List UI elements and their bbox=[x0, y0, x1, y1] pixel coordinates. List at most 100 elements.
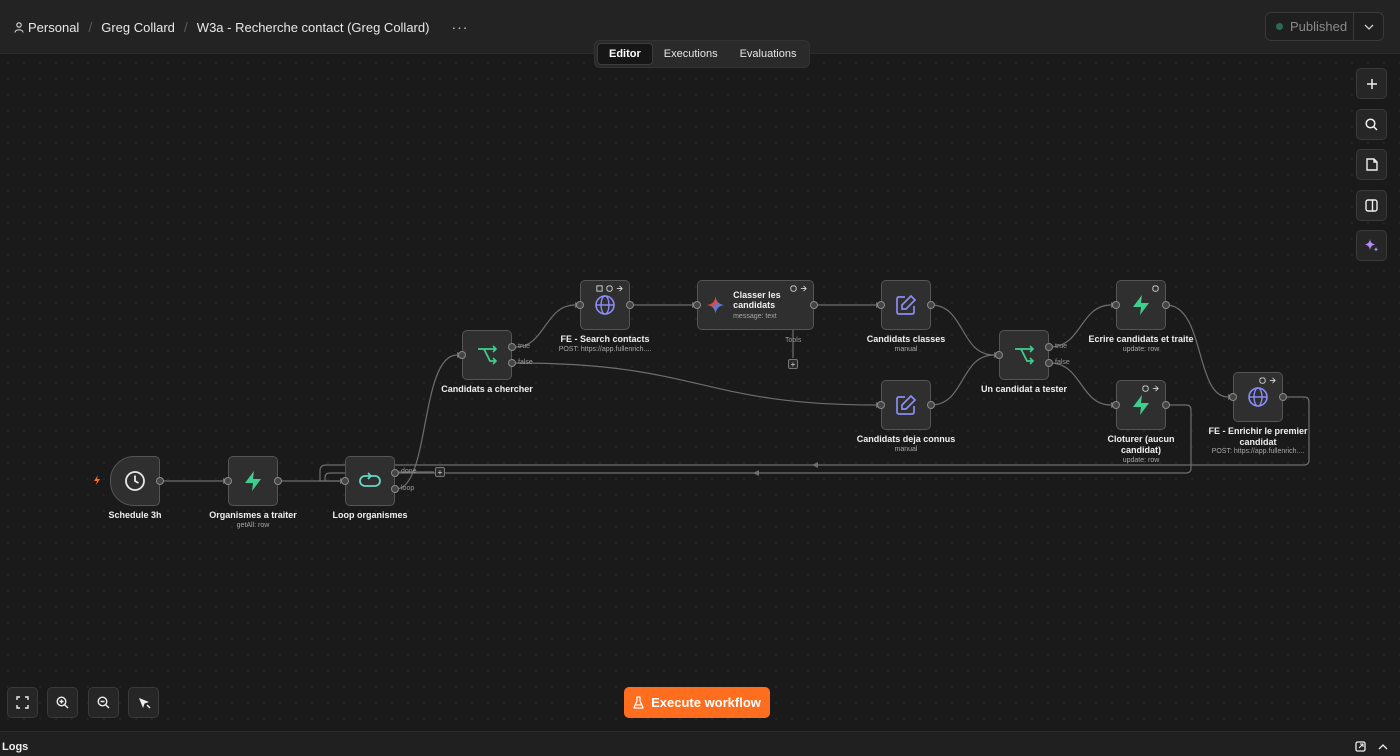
node-candidats-a-chercher[interactable] bbox=[458, 330, 516, 380]
edit-pencil-icon bbox=[896, 394, 917, 415]
add-node-panel-button[interactable] bbox=[1356, 68, 1387, 99]
true-output-port[interactable] bbox=[1045, 343, 1053, 351]
port-label-true: true bbox=[1055, 343, 1068, 350]
breadcrumb-separator: / bbox=[183, 19, 188, 35]
input-port[interactable] bbox=[877, 301, 885, 309]
input-port[interactable] bbox=[341, 477, 349, 485]
fit-view-button[interactable] bbox=[7, 687, 38, 718]
input-port[interactable] bbox=[995, 351, 1003, 359]
breadcrumb-personal[interactable]: Personal bbox=[28, 19, 80, 35]
search-nodes-button[interactable] bbox=[1356, 109, 1387, 140]
edit-pencil-icon bbox=[896, 294, 917, 315]
input-port[interactable] bbox=[1112, 401, 1120, 409]
output-port[interactable] bbox=[156, 477, 164, 485]
tab-evaluations[interactable]: Evaluations bbox=[739, 48, 797, 60]
if-branch-icon bbox=[1015, 345, 1035, 365]
logs-panel-bar[interactable]: Logs bbox=[0, 731, 1400, 756]
more-options-button[interactable]: ··· bbox=[451, 19, 469, 35]
node-fe-search-contacts[interactable] bbox=[576, 280, 634, 330]
refresh-icon bbox=[1259, 377, 1266, 384]
node-subtitle: manual bbox=[894, 446, 918, 453]
node-cloturer-aucun-candidat[interactable] bbox=[1112, 380, 1170, 430]
breadcrumb-project[interactable]: Greg Collard bbox=[101, 19, 175, 35]
output-port[interactable] bbox=[1162, 301, 1170, 309]
node-subtitle: manual bbox=[894, 346, 918, 353]
plus-icon bbox=[1366, 78, 1377, 89]
tidy-up-button[interactable] bbox=[128, 687, 159, 718]
true-output-port[interactable] bbox=[508, 343, 516, 351]
tab-executions[interactable]: Executions bbox=[663, 48, 718, 60]
input-port[interactable] bbox=[1112, 301, 1120, 309]
publish-dropdown-button[interactable] bbox=[1354, 13, 1383, 40]
port-label-false: false bbox=[1055, 359, 1070, 366]
output-port[interactable] bbox=[1279, 393, 1287, 401]
publish-status-control[interactable]: Published bbox=[1265, 12, 1384, 41]
output-port[interactable] bbox=[1162, 401, 1170, 409]
add-node-button[interactable]: + bbox=[435, 467, 445, 477]
node-subtitle: update: row bbox=[1122, 346, 1160, 353]
input-port[interactable] bbox=[224, 477, 232, 485]
workflow-title[interactable]: W3a - Recherche contact (Greg Collard) bbox=[196, 19, 430, 35]
node-fe-enrichir-le-premier-candidat[interactable] bbox=[1229, 372, 1287, 422]
node-loop-organismes[interactable] bbox=[341, 456, 399, 506]
breadcrumb-separator: / bbox=[88, 19, 93, 35]
pop-out-icon[interactable] bbox=[1355, 741, 1366, 752]
node-label: Loop organismes bbox=[332, 510, 408, 520]
loop-output-port[interactable] bbox=[391, 485, 399, 493]
zoom-out-button[interactable] bbox=[88, 687, 119, 718]
false-output-port[interactable] bbox=[508, 359, 516, 367]
port-label-done: done bbox=[401, 468, 417, 475]
output-port[interactable] bbox=[626, 301, 634, 309]
node-un-candidat-a-tester[interactable] bbox=[995, 330, 1053, 380]
node-label: Schedule 3h bbox=[108, 510, 162, 520]
node-subtitle: POST: https://app.fullenrich.... bbox=[558, 346, 652, 353]
node-candidats-deja-connus[interactable] bbox=[877, 380, 935, 430]
supabase-icon bbox=[245, 471, 261, 491]
sticky-note-button[interactable] bbox=[1356, 149, 1387, 180]
output-port[interactable] bbox=[927, 401, 935, 409]
node-schedule-3h[interactable] bbox=[110, 456, 164, 506]
execute-workflow-button[interactable]: Execute workflow bbox=[624, 687, 770, 718]
done-output-port[interactable] bbox=[391, 469, 399, 477]
chevron-up-icon[interactable] bbox=[1378, 743, 1388, 750]
add-tool-button[interactable]: + bbox=[788, 359, 798, 369]
input-port[interactable] bbox=[693, 301, 701, 309]
port-label-false: false bbox=[518, 359, 533, 366]
node-text: Classer les candidats message: text bbox=[733, 290, 813, 320]
top-bar: Personal / Greg Collard / W3a - Recherch… bbox=[0, 0, 1400, 54]
node-title: Classer les candidats bbox=[733, 290, 781, 310]
port-label-true: true bbox=[518, 343, 531, 350]
input-port[interactable] bbox=[877, 401, 885, 409]
input-port[interactable] bbox=[1229, 393, 1237, 401]
supabase-icon bbox=[1133, 395, 1149, 415]
note-icon bbox=[1365, 158, 1378, 171]
toggle-panel-button[interactable] bbox=[1356, 190, 1387, 221]
supabase-icon bbox=[1133, 295, 1149, 315]
pin-icon bbox=[596, 285, 603, 292]
false-output-port[interactable] bbox=[1045, 359, 1053, 367]
flask-icon bbox=[633, 696, 644, 709]
input-port[interactable] bbox=[576, 301, 584, 309]
output-port[interactable] bbox=[274, 477, 282, 485]
published-button[interactable]: Published bbox=[1266, 13, 1355, 40]
output-port[interactable] bbox=[927, 301, 935, 309]
tab-editor[interactable]: Editor bbox=[597, 43, 653, 65]
zoom-in-button[interactable] bbox=[47, 687, 78, 718]
port-label-loop: loop bbox=[401, 485, 415, 492]
node-status-icons bbox=[1259, 377, 1276, 384]
output-port[interactable] bbox=[810, 301, 818, 309]
view-tabs: Editor Executions Evaluations bbox=[594, 40, 811, 68]
workflow-canvas[interactable] bbox=[0, 55, 1400, 731]
refresh-icon bbox=[1152, 285, 1159, 292]
node-candidats-classes[interactable] bbox=[877, 280, 935, 330]
node-subtitle: POST: https://app.fullenrich.... bbox=[1211, 448, 1305, 455]
arrow-right-icon bbox=[1152, 385, 1159, 392]
node-ecrire-candidats-et-traite[interactable] bbox=[1112, 280, 1170, 330]
logs-controls bbox=[1355, 741, 1388, 752]
input-port[interactable] bbox=[458, 351, 466, 359]
node-organismes-a-traiter[interactable] bbox=[224, 456, 282, 506]
node-classer-les-candidats[interactable]: Classer les candidats message: text bbox=[693, 280, 818, 330]
ai-assistant-button[interactable] bbox=[1356, 230, 1387, 261]
tools-connector-label: Tools bbox=[785, 337, 802, 344]
trigger-bolt-icon bbox=[94, 475, 100, 485]
